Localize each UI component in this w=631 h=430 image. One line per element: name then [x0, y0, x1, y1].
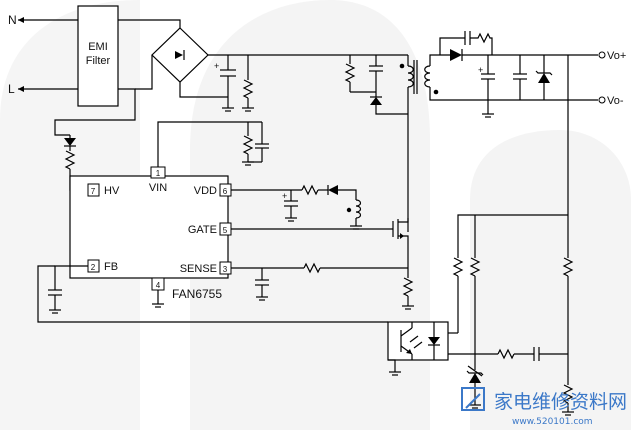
current-sense	[231, 244, 414, 310]
bridge-rectifier	[151, 27, 228, 98]
vdd-cap-plus: +	[282, 191, 287, 201]
watermark-text: 家电维修资料网	[494, 391, 627, 413]
hv-rail	[228, 54, 408, 112]
controller-ic: 1 VIN 7 HV 2 FB 6 VDD 5 GATE 3 SENSE 4 F…	[69, 166, 232, 301]
output-cap-plus: +	[478, 65, 483, 75]
emi-filter: EMI Filter	[77, 5, 119, 107]
controller-part-name: FAN6755	[172, 287, 222, 301]
pin1-name: VIN	[149, 182, 167, 194]
pin7-name: HV	[104, 185, 120, 197]
pin7-number: 7	[91, 187, 96, 196]
fb-network	[37, 265, 388, 323]
secondary-output: + Vo+ Vo-	[424, 31, 626, 118]
pin3-name: SENSE	[180, 263, 217, 275]
watermark-url: www.520101.com	[512, 417, 593, 427]
pin3-number: 3	[223, 265, 228, 274]
feedback-network	[452, 55, 574, 416]
input-neutral-label: N	[8, 13, 17, 27]
emi-filter-label-1: EMI	[88, 41, 108, 53]
pin6-name: VDD	[194, 185, 217, 197]
pin2-name: FB	[104, 261, 118, 273]
mosfet	[231, 218, 409, 244]
emi-filter-label-2: Filter	[86, 55, 111, 67]
pin4-number: 4	[156, 281, 161, 290]
bulk-cap-plus: +	[214, 61, 219, 71]
input-neutral: N	[8, 13, 78, 27]
pin6-number: 6	[223, 187, 228, 196]
vdd-network: +	[231, 184, 362, 230]
filter-to-bridge-wires	[54, 19, 181, 136]
pin2-number: 2	[91, 263, 96, 272]
optocoupler	[387, 321, 475, 376]
bulk-capacitor: +	[214, 55, 236, 112]
pin5-number: 5	[223, 226, 228, 235]
input-line: L	[8, 82, 78, 96]
vin-divider	[157, 121, 269, 167]
watermark: 家电维修资料网 www.520101.com	[461, 387, 627, 427]
output-negative-label: Vo-	[607, 95, 624, 107]
pin1-number: 1	[156, 169, 161, 178]
output-positive-label: Vo+	[607, 50, 626, 62]
input-line-label: L	[8, 82, 15, 96]
gnd-pin-wire	[152, 290, 164, 308]
primary-snubber	[344, 55, 418, 232]
pin5-name: GATE	[188, 224, 217, 236]
